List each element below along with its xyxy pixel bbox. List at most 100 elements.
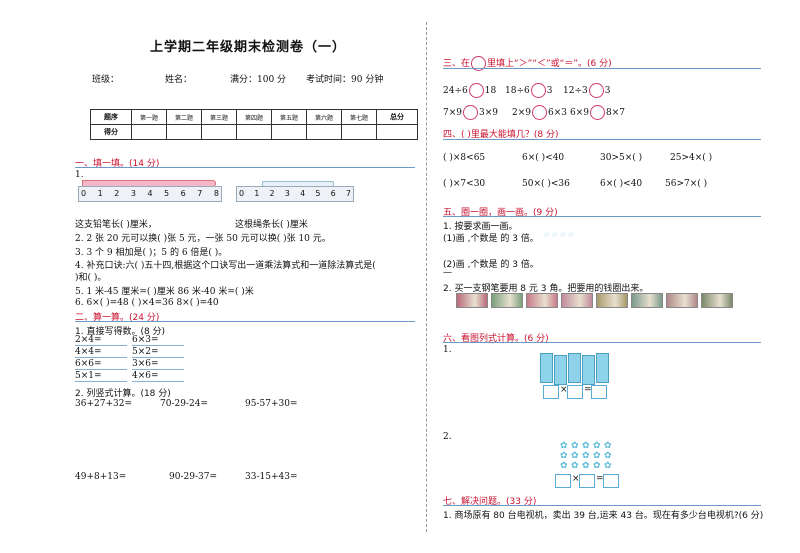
banknote-icon[interactable] [701, 293, 733, 308]
compare-right: 3 [604, 86, 611, 96]
score-header-cell: 第四题 [236, 109, 272, 125]
q1-rope-length: 这根绳条长( )厘米 [235, 220, 308, 230]
q2: 2. 2 张 20 元可以换( )张 5 元，一张 50 元可以换( )张 10… [75, 234, 331, 244]
banknote-icon[interactable] [456, 293, 488, 308]
ruler-digit: 6 [330, 189, 336, 198]
score-cell[interactable] [341, 124, 377, 140]
score-header-cell: 总分 [376, 109, 418, 125]
s6-num1: 1. [443, 345, 452, 355]
answer-box[interactable] [543, 385, 559, 399]
fill-4-3: 30>5×( ) [600, 153, 643, 163]
section-2-heading: 二、算一算。 [75, 313, 130, 323]
equals-sign: = [596, 474, 604, 484]
section-3-heading: 三、在 [443, 59, 471, 69]
star-icon: ✿ [604, 451, 612, 461]
section-7-points: (33 分) [506, 497, 537, 507]
circle-icon [471, 56, 487, 71]
score-cell[interactable] [376, 124, 418, 140]
vertical-calc-3: 95-57+30= [245, 399, 298, 409]
score-header-cell: 第六题 [306, 109, 342, 125]
ruler-digit: 2 [114, 189, 120, 198]
section-4-title: 四、( )里最大能填几？(8 分) [443, 127, 559, 140]
fill-4-2: 6×( )<40 [522, 153, 565, 163]
section-3-heading-2: 里填上“＞”“＜”或“＝”。 [487, 59, 587, 69]
banknote-icon[interactable] [491, 293, 523, 308]
compare-circle-icon[interactable] [463, 105, 478, 120]
section-2-underline [75, 321, 415, 322]
compare-left: 18÷6 [505, 86, 530, 96]
banknote-icon[interactable] [596, 293, 628, 308]
exam-time: 考试时间：90 分钟 [306, 75, 384, 85]
column-divider [426, 22, 427, 532]
score-header-cell: 第五题 [271, 109, 307, 125]
fill-4-7: 6×( )<40 [600, 179, 643, 189]
s5-draw-a: (1)画 ,个数是 的 3 倍。 [443, 234, 539, 244]
banknote-icon[interactable] [561, 293, 593, 308]
section-5-heading: 五、圈一圈，画一画。 [443, 208, 534, 218]
fill-4-4: 25>4×( ) [670, 153, 713, 163]
compare-left: 12÷3 [563, 86, 588, 96]
compare-right: 6×3 [548, 108, 567, 118]
cube-stack-icon [582, 355, 595, 385]
q1-number: 1. [75, 170, 84, 180]
ruler-digit: 0 [81, 189, 87, 198]
compare-circle-icon[interactable] [468, 83, 484, 98]
answer-box[interactable] [567, 385, 583, 399]
q4-line-1: 4. 补充口诀:六( )五十四,根据这个口诀写出一道乘法算式和一道除法算式是( [75, 261, 376, 271]
compare-circle-icon[interactable] [532, 105, 547, 120]
direct-calc-item: 5×1= [75, 371, 127, 382]
compare-right: 8×7 [606, 108, 625, 118]
answer-box[interactable] [579, 474, 595, 488]
section-1-points: (14 分) [129, 159, 160, 169]
ruler-digit: 5 [315, 189, 321, 198]
score-cell[interactable] [236, 124, 272, 140]
section-3-points: (6 分) [587, 59, 612, 69]
direct-calc-item: 6×3= [132, 335, 184, 346]
star-icon: ✿ [582, 451, 590, 461]
score-cell[interactable] [166, 124, 202, 140]
ruler-digit: 1 [254, 189, 260, 198]
score-cell[interactable] [306, 124, 342, 140]
ruler-digit: 3 [130, 189, 136, 198]
banknote-icon[interactable] [526, 293, 558, 308]
ruler-digit: 4 [147, 189, 153, 198]
banknote-icon[interactable] [631, 293, 663, 308]
answer-box[interactable] [555, 474, 571, 488]
compare-circle-icon[interactable] [588, 83, 604, 98]
compare-circle-icon[interactable] [530, 83, 546, 98]
ruler-digit: 3 [284, 189, 290, 198]
star-icon: ✿ [560, 451, 568, 461]
q3: 3. 3 个 9 相加是( )；5 的 6 倍是( )。 [75, 248, 228, 258]
s7-q1: 1. 商场原有 80 台电视机，卖出 39 台,运来 43 台。现在有多少台电视… [443, 511, 764, 521]
compare-circle-icon[interactable] [590, 105, 605, 120]
q6: 6. 6×( )=48 ( )×4=36 8×( )=40 [75, 298, 219, 308]
direct-calc-item: 4×6= [132, 371, 184, 382]
score-cell[interactable] [271, 124, 307, 140]
answer-box[interactable] [603, 474, 619, 488]
star-icon: ✿ [571, 451, 579, 461]
section-4-underline [443, 139, 761, 140]
q1-pencil-length: 这支铅笔长( )厘米， [75, 220, 157, 230]
ruler-digit: 8 [213, 189, 219, 198]
full-score: 满分：100 分 [230, 75, 287, 85]
score-cell[interactable] [131, 124, 167, 140]
compare-left: 6×9 [570, 108, 589, 118]
answer-box[interactable] [591, 385, 607, 399]
fill-4-8: 56>7×( ) [665, 179, 708, 189]
ruler-digit: 2 [269, 189, 275, 198]
dash: — [443, 268, 452, 278]
s5-sub2: 2. 买一支钢笔要用 8 元 3 角。把要用的钱圈出来。 [443, 284, 649, 294]
banknote-icon[interactable] [666, 293, 698, 308]
score-cell[interactable] [201, 124, 237, 140]
q4-line-2: )和( )。 [75, 273, 107, 283]
section-7-underline [443, 505, 761, 506]
section-3-underline [443, 68, 761, 69]
ruler-digit: 7 [197, 189, 203, 198]
ruler-digit: 6 [180, 189, 186, 198]
star-icon: ✿ [593, 441, 601, 451]
direct-calc-item: 6×6= [75, 359, 127, 370]
ruler-digit: 4 [300, 189, 306, 198]
